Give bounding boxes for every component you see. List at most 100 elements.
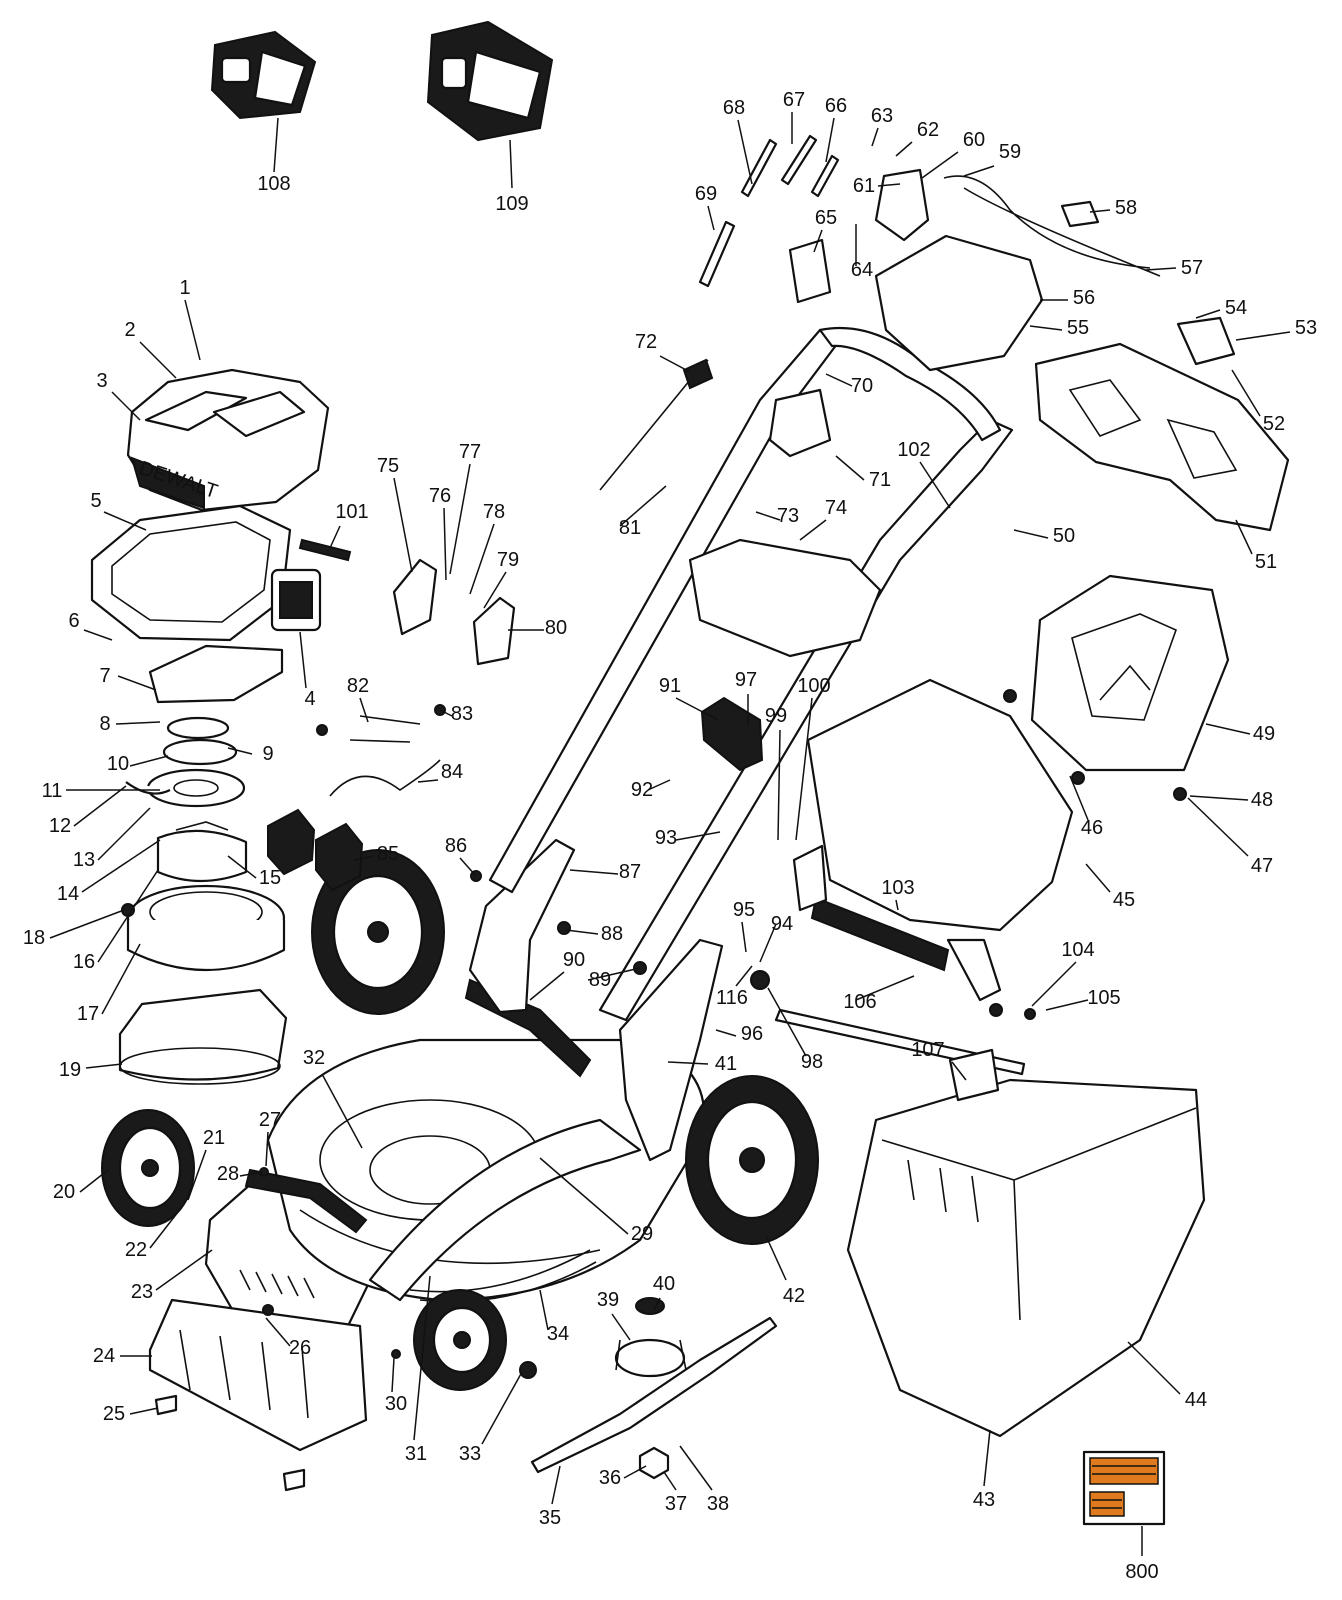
- leader-line: [481, 1371, 523, 1445]
- callout-84: 84: [441, 761, 463, 783]
- battery-cover: DEWALT: [126, 368, 330, 512]
- switch-panel: [768, 388, 832, 458]
- callout-28: 28: [217, 1163, 239, 1185]
- leader-line: [49, 909, 125, 939]
- callout-88: 88: [601, 923, 623, 945]
- callout-106: 106: [843, 991, 876, 1013]
- leader-line: [539, 1289, 549, 1331]
- cable-clip: [682, 358, 714, 390]
- grass-box-lid: [1030, 574, 1230, 772]
- leader-line: [439, 709, 453, 717]
- leader-line: [139, 341, 177, 379]
- leader-line: [737, 119, 753, 185]
- leader-line: [1013, 529, 1049, 539]
- leader-line: [111, 391, 141, 421]
- callout-71: 71: [869, 469, 891, 491]
- callout-59: 59: [999, 141, 1021, 163]
- leader-line: [795, 697, 813, 841]
- wheel-left-front: [311, 849, 445, 1015]
- leader-line: [799, 519, 827, 541]
- leader-line: [265, 1317, 291, 1347]
- callout-39: 39: [597, 1289, 619, 1311]
- leader-line: [329, 525, 341, 549]
- leader-line: [919, 461, 951, 509]
- leader-line: [921, 151, 959, 179]
- callout-62: 62: [917, 119, 939, 141]
- battery-tray: [90, 504, 292, 642]
- callout-99: 99: [765, 705, 787, 727]
- pin-68: [740, 138, 778, 198]
- callout-5: 5: [90, 490, 101, 512]
- leader-line: [825, 117, 835, 163]
- warning-label: [1082, 1450, 1166, 1526]
- leader-line: [149, 1211, 179, 1249]
- leader-line: [1235, 519, 1253, 555]
- leader-line: [353, 855, 375, 861]
- cable-bracket: [1060, 200, 1100, 228]
- leader-line: [715, 1029, 737, 1037]
- callout-27: 27: [259, 1109, 281, 1131]
- callout-107: 107: [911, 1039, 944, 1061]
- leader-line: [611, 1313, 631, 1341]
- leader-line: [707, 205, 715, 231]
- leader-line: [227, 855, 257, 879]
- callout-17: 17: [77, 1003, 99, 1025]
- callout-64: 64: [851, 259, 873, 281]
- leader-line: [115, 721, 161, 725]
- callout-68: 68: [723, 97, 745, 119]
- chute-flap: [688, 538, 882, 658]
- leader-line: [895, 141, 913, 157]
- leader-line: [187, 1149, 207, 1201]
- leader-line: [443, 507, 447, 581]
- leader-line: [1205, 723, 1251, 735]
- callout-46: 46: [1081, 817, 1103, 839]
- handle-console: [1034, 316, 1290, 532]
- leader-line: [155, 1249, 213, 1291]
- leader-line: [951, 1061, 967, 1081]
- callout-19: 19: [59, 1059, 81, 1081]
- leader-line: [129, 755, 169, 767]
- leader-line: [565, 929, 599, 935]
- leader-line: [667, 1061, 709, 1065]
- callout-67: 67: [783, 89, 805, 111]
- leader-line: [321, 1073, 363, 1149]
- housing-ring: [126, 884, 286, 971]
- leader-line: [767, 987, 807, 1057]
- callout-81: 81: [619, 517, 641, 539]
- wheel-front-small: [413, 1289, 507, 1391]
- leader-line: [129, 1407, 159, 1415]
- leader-line: [825, 373, 853, 387]
- clip: [154, 1394, 178, 1416]
- callout-11: 11: [42, 780, 63, 802]
- rear-carry-handle: [244, 1168, 368, 1234]
- callout-82: 82: [347, 675, 369, 697]
- leader-line: [623, 1465, 647, 1479]
- leader-line: [1127, 1341, 1181, 1395]
- callout-53: 53: [1295, 317, 1317, 339]
- callout-21: 21: [203, 1127, 225, 1149]
- callout-109: 109: [495, 193, 528, 215]
- cable-tie: [298, 538, 352, 562]
- leader-line: [647, 779, 671, 791]
- bracket-80: [472, 596, 516, 666]
- callout-48: 48: [1251, 789, 1273, 811]
- callout-69: 69: [695, 183, 717, 205]
- callout-10: 10: [107, 753, 129, 775]
- part-drawings: DEWALT: [90, 20, 1290, 1526]
- callout-35: 35: [539, 1507, 561, 1529]
- leader-line: [85, 1063, 123, 1069]
- leader-line: [81, 839, 161, 893]
- leader-line: [459, 857, 477, 877]
- lever-60: [874, 168, 930, 242]
- callout-29: 29: [631, 1223, 653, 1245]
- callout-43: 43: [973, 1489, 995, 1511]
- leader-line: [963, 165, 995, 177]
- leader-line: [1189, 795, 1249, 801]
- leader-line: [359, 697, 369, 723]
- leader-line: [184, 299, 201, 361]
- deck-arm: [368, 1118, 642, 1302]
- leader-line: [1029, 325, 1063, 331]
- leader-line: [1069, 775, 1089, 821]
- bail-cable: [943, 175, 1161, 277]
- callout-72: 72: [635, 331, 657, 353]
